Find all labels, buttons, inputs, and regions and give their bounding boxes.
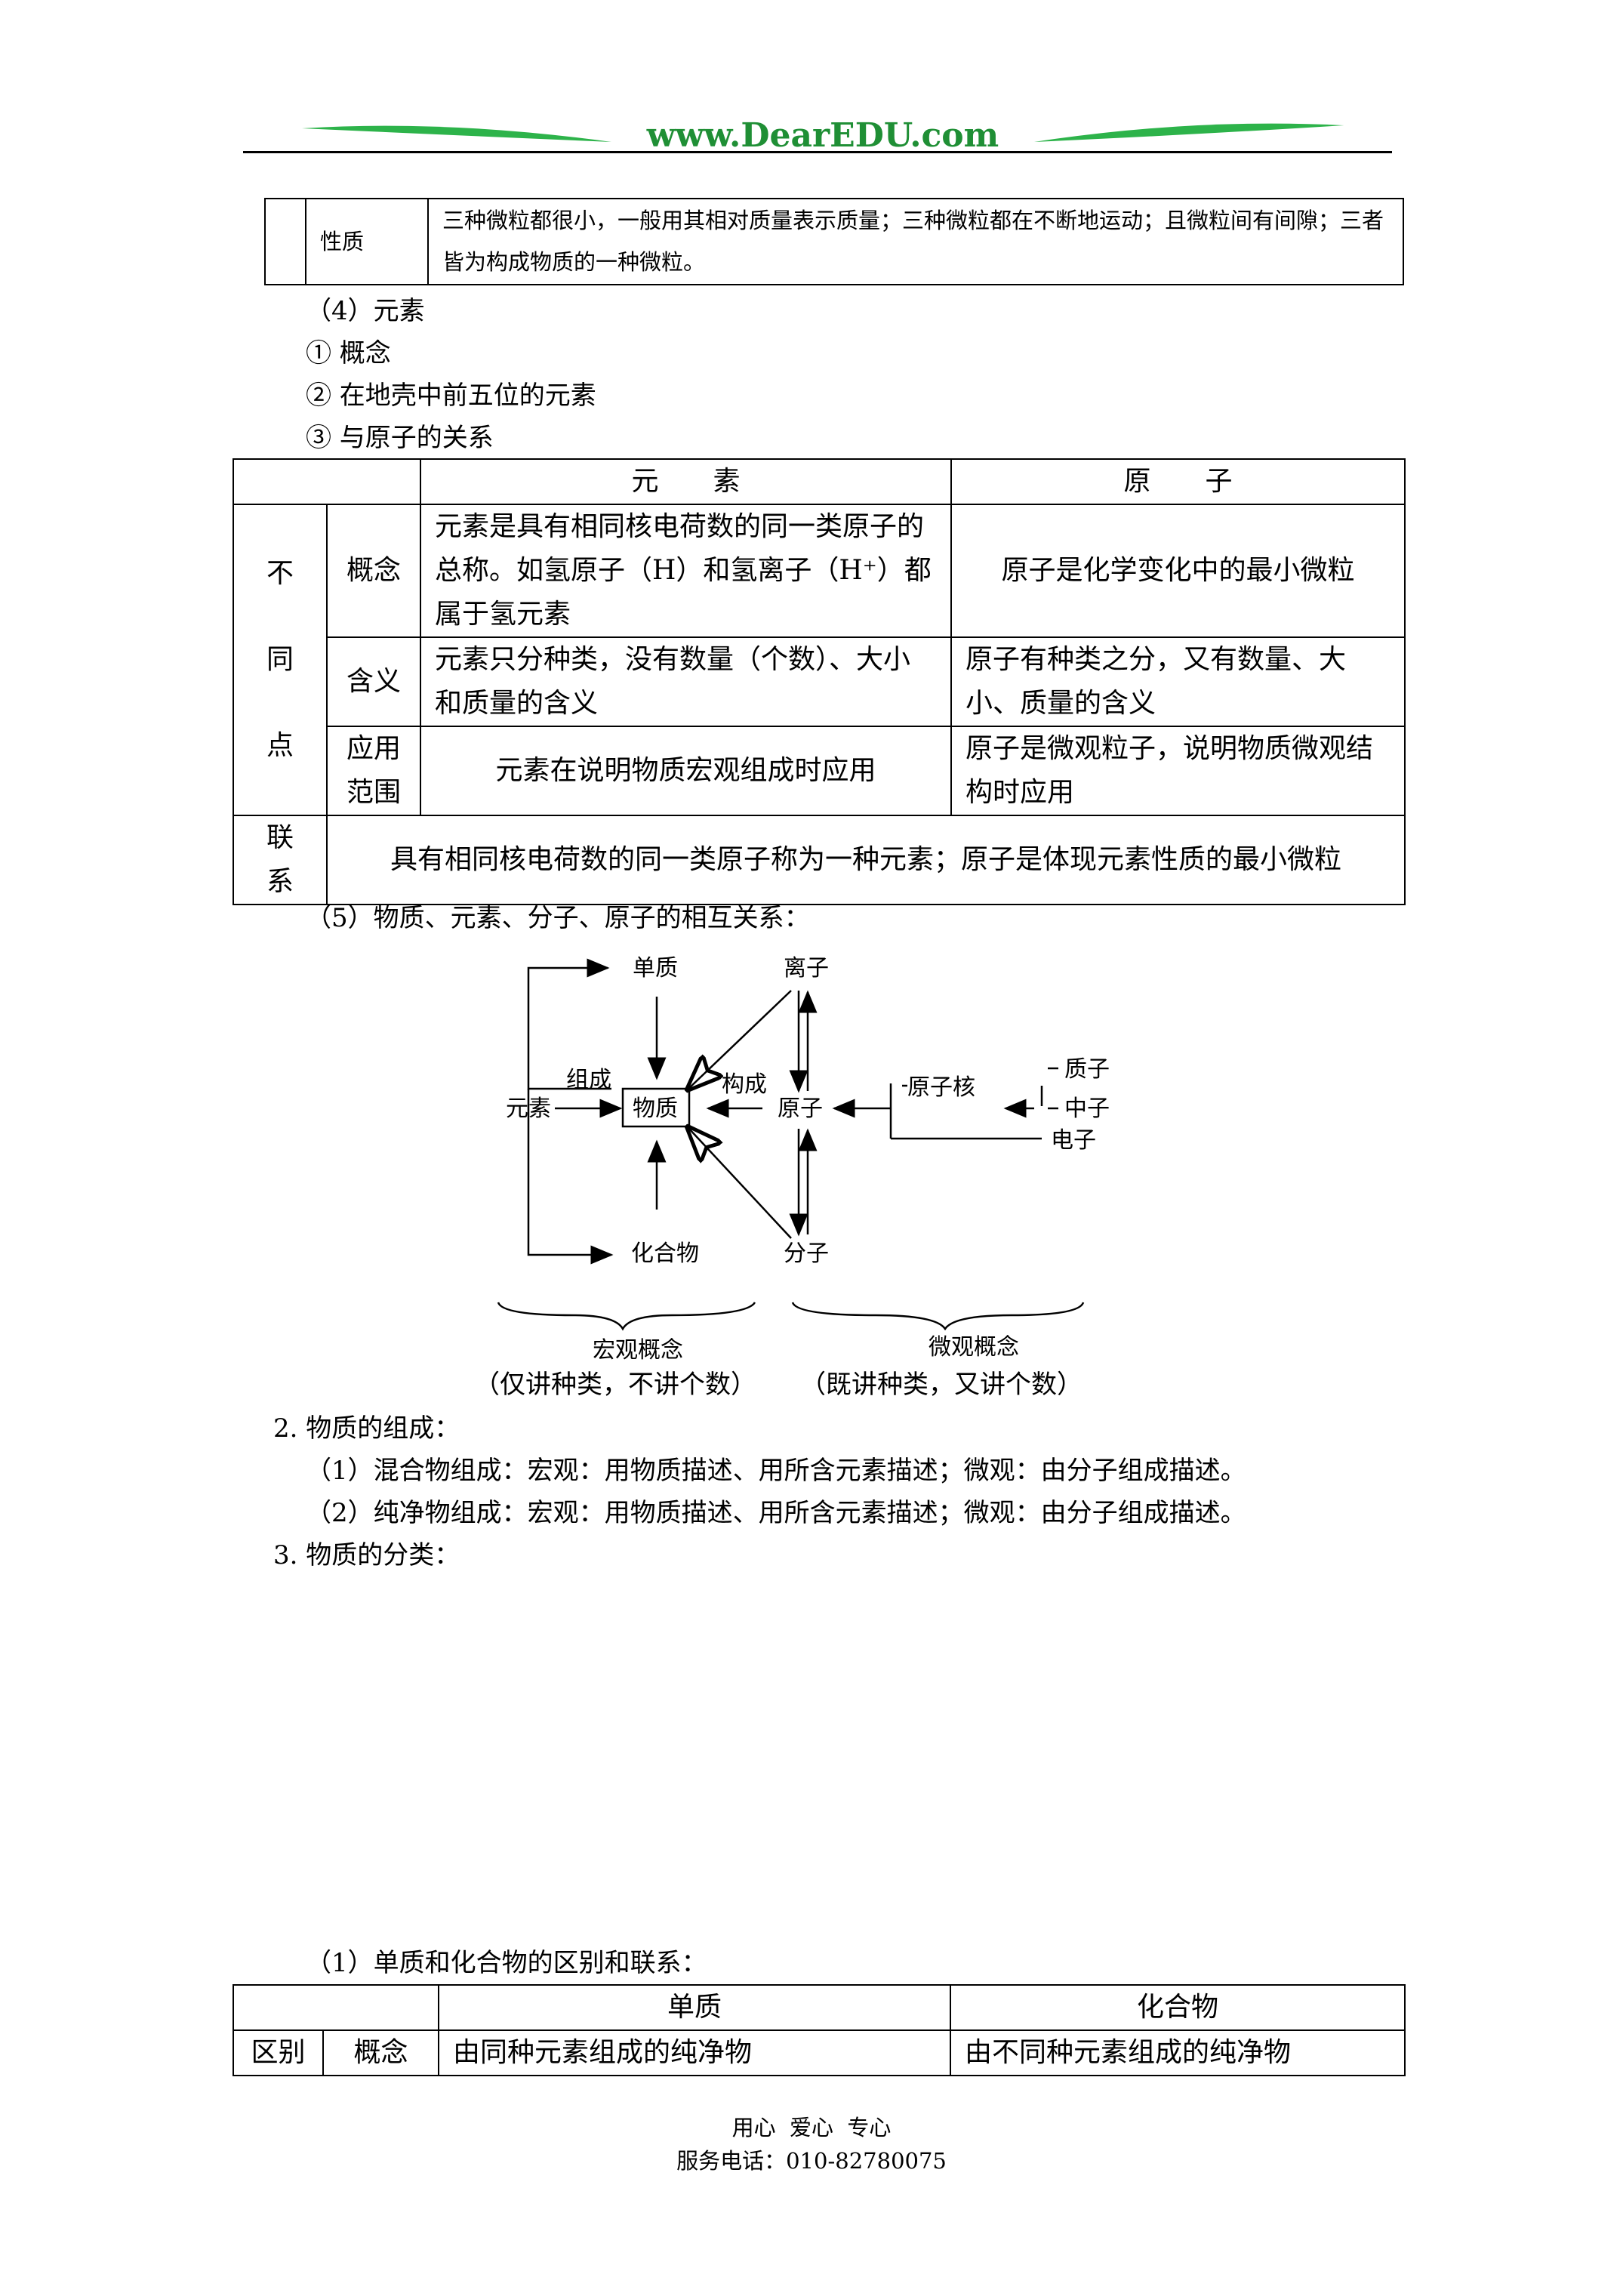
label-micro: 微观概念 (929, 1334, 1019, 1361)
table-row: 区别 概念 由同种元素组成的纯净物 由不同种元素组成的纯净物 (232, 2029, 1406, 2076)
section3-title: 3. 物质的分类： (273, 1540, 460, 1570)
head-compound: 化合物 (950, 1984, 1406, 2031)
row-label-meaning: 含义 (326, 636, 421, 727)
row-scope-atom: 原子是微观粒子，说明物质微观结构时应用 (950, 726, 1406, 816)
node-molecule: 分子 (784, 1240, 829, 1267)
row-concept-atom: 原子是化学变化中的最小微粒 (950, 504, 1406, 638)
footer-phone: 服务电话：010-82780075 (676, 2148, 947, 2174)
link-label: 联系 (266, 822, 294, 897)
props-text: 三种微粒都很小，一般用其相对质量表示质量；三种微粒都在不断地运动；且微粒间有间隙… (427, 198, 1404, 285)
node-substance: 物质 (633, 1096, 678, 1122)
group-differences: 不同点 (233, 504, 328, 816)
label-macro: 宏观概念 (593, 1337, 683, 1364)
simple-compound-table: 单质 化合物 区别 概念 由同种元素组成的纯净物 由不同种元素组成的纯净物 (232, 1984, 1406, 2076)
section2-line-1: （1）混合物组成：宏观：用物质描述、用所含元素描述；微观：由分子组成描述。 (306, 1456, 1246, 1486)
row-concept-element: 元素是具有相同核电荷数的同一类原子的总称。如氢原子（H）和氢离子（H⁺）都属于氢… (420, 504, 952, 638)
node-element: 元素 (506, 1096, 551, 1122)
label-construct: 构成 (722, 1071, 767, 1098)
relationship-diagram: 元素 单质 物质 化合物 离子 原子 分子 原子核 质子 中子 电子 组成 构成… (497, 955, 1110, 1364)
label-compose: 组成 (566, 1067, 611, 1093)
head-atom: 原 子 (950, 458, 1406, 505)
props-label: 性质 (305, 198, 429, 285)
footer-slogan: 用心 爱心 专心 (731, 2115, 892, 2140)
section5-title: （5）物质、元素、分子、原子的相互关系： (306, 903, 810, 933)
link-text: 具有相同核电荷数的同一类原子称为一种元素；原子是体现元素性质的最小微粒 (326, 815, 1406, 905)
table-row: 单质 化合物 (233, 1984, 1406, 2031)
section4-item-3: ③ 与原子的关系 (306, 423, 494, 453)
row-label-concept: 概念 (326, 504, 421, 638)
node-ion: 离子 (784, 955, 829, 982)
table-row: 含义 元素只分种类，没有数量（个数）、大小和质量的含义 原子有种类之分，又有数量… (233, 636, 1406, 727)
substance-box (621, 1087, 691, 1128)
node-atom: 原子 (778, 1096, 823, 1122)
macro-note: （仅讲种类，不讲个数） (474, 1370, 756, 1400)
head-simple: 单质 (438, 1984, 951, 2031)
table-row: 性质 三种微粒都很小，一般用其相对质量表示质量；三种微粒都在不断地运动；且微粒间… (264, 198, 1404, 285)
table-row: 应用范围 元素在说明物质宏观组成时应用 原子是微观粒子，说明物质微观结构时应用 (233, 726, 1406, 816)
node-compound: 化合物 (631, 1240, 699, 1267)
table-row: 不同点 概念 元素是具有相同核电荷数的同一类原子的总称。如氢原子（H）和氢离子（… (233, 504, 1406, 816)
row-label-concept: 概念 (322, 2029, 439, 2076)
empty-cell (264, 198, 306, 285)
section3-1-title: （1）单质和化合物的区别和联系： (306, 1948, 707, 1978)
table-row: 元 素 原 子 (233, 458, 1406, 505)
row-concept-compound: 由不同种元素组成的纯净物 (950, 2029, 1406, 2076)
header-rule (243, 151, 1392, 153)
table-row: 联系 具有相同核电荷数的同一类原子称为一种元素；原子是体现元素性质的最小微粒 (233, 815, 1406, 905)
row-meaning-atom: 原子有种类之分，又有数量、大小、质量的含义 (950, 636, 1406, 727)
section4-title: （4）元素 (306, 296, 425, 326)
properties-table: 性质 三种微粒都很小，一般用其相对质量表示质量；三种微粒都在不断地运动；且微粒间… (264, 198, 1404, 285)
section2-title: 2. 物质的组成： (273, 1413, 460, 1444)
row-label-scope: 应用范围 (326, 726, 421, 816)
node-simple: 单质 (633, 955, 678, 982)
header-logo: www.DearEDU.com (302, 116, 1344, 155)
section2-line-2: （2）纯净物组成：宏观：用物质描述、用所含元素描述；微观：由分子组成描述。 (306, 1498, 1246, 1528)
micro-note: （既讲种类，又讲个数） (800, 1370, 1083, 1400)
group-label: 不同点 (266, 558, 294, 761)
node-neutron: 中子 (1064, 1096, 1110, 1122)
element-atom-table: 元 素 原 子 不同点 概念 元素是具有相同核电荷数的同一类原子的总称。如氢原子… (233, 458, 1406, 905)
row-meaning-element: 元素只分种类，没有数量（个数）、大小和质量的含义 (420, 636, 952, 727)
row-scope-element: 元素在说明物质宏观组成时应用 (420, 726, 952, 816)
link-label-cell: 联系 (233, 815, 328, 905)
empty-head-cell (233, 1984, 439, 2031)
head-element: 元 素 (420, 458, 952, 505)
logo-text: www.DearEDU.com (646, 116, 999, 155)
section4-item-2: ② 在地壳中前五位的元素 (306, 381, 596, 411)
section4-item-1: ① 概念 (306, 338, 391, 368)
node-proton: 质子 (1064, 1056, 1110, 1083)
row-concept-simple: 由同种元素组成的纯净物 (438, 2029, 951, 2076)
node-electron: 电子 (1051, 1127, 1096, 1154)
scope-label: 应用范围 (346, 733, 401, 808)
empty-head-cell (233, 458, 421, 505)
node-nucleus: 原子核 (907, 1074, 975, 1101)
row-group-difference: 区别 (232, 2029, 325, 2076)
